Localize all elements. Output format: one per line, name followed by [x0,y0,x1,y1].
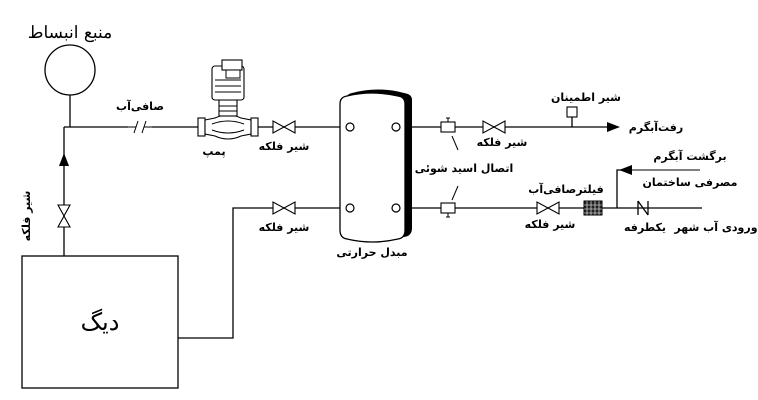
expansion-tank-label: منبع انبساط [28,23,112,43]
gate-valve-top-left-label: شیر فلکه [259,140,310,153]
return-arrow-icon [619,165,632,175]
gate-valve-icon [546,201,560,215]
pump-terminal-box [221,59,243,71]
pump-body-detail [211,120,245,134]
top-strainer: صافی‌آب [116,99,164,134]
gate-valve-icon [536,201,550,215]
gate-valve-bottom-right: شیر فلکه [525,201,576,231]
gate-valve-icon [272,201,286,215]
gate-valve-top-left: شیر فلکه [259,120,310,153]
hot-water-supply: رفت‌آبگرم [607,120,683,134]
gate-valve-icon [57,204,71,218]
gate-valve-bottom-left-label: شیر فلکه [259,221,310,234]
filter-strainer-icon [583,200,603,216]
strainer-slash [141,120,147,134]
gate-valve-icon [282,120,296,134]
pump-label: پمپ [202,145,225,158]
supply-arrow-icon [607,122,620,132]
exchanger-port [391,122,401,132]
filter-strainer-label: فیلترصافی‌آب [528,182,603,196]
expansion-tank: منبع انبساط [28,23,112,96]
top-strainer-label: صافی‌آب [116,99,164,113]
gate-valve-icon [272,120,286,134]
boiler-label: دیگ [81,308,120,336]
gate-valve-icon [482,120,496,134]
boiler: دیگ [21,255,179,389]
pump-nameplate [225,69,241,79]
gate-valve-icon [282,201,296,215]
pipe-return-building [616,169,632,208]
flow-arrow-up [59,153,69,166]
strainer-gap [128,122,152,132]
gate-valve-icon [492,120,506,134]
filter-strainer: فیلترصافی‌آب [528,182,604,216]
strainer-slash [133,120,139,134]
gate-valve-icon [57,214,71,228]
safety-valve-icon [566,106,578,118]
acid-wash-fitting-bottom [440,202,456,214]
acid-wash-fitting-top [440,121,456,133]
check-valve-flap [637,200,649,216]
return-label-line1: برگشت آبگرم [653,149,726,163]
check-valve: یکطرفه [624,200,666,234]
check-valve-label: یکطرفه [624,221,666,234]
riser-gate-valve: شیر فلکه [20,191,71,242]
acid-wash-label: اتصال اسید شوئی [415,162,513,175]
riser-valve-label: شیر فلکه [20,191,33,242]
pump-flange-right [250,117,259,137]
pump-body [204,114,252,140]
acid-wash-leader [451,185,459,201]
gate-valve-bottom-right-label: شیر فلکه [525,218,576,231]
exchanger-body [339,92,406,243]
boiler-shape [21,255,179,389]
pump: پمپ [197,59,259,158]
gate-valve-top-right-label: شیر فلکه [477,136,528,149]
city-water-inlet-label: ورودی آب شهر [673,220,757,234]
safety-valve: شیر اطمینان [551,91,621,118]
acid-wash-leader [451,135,459,151]
exchanger-port [345,122,355,132]
gate-valve-bottom-left: شیر فلکه [259,201,310,234]
return-label-line2: مصرفی ساختمان [643,176,738,189]
exchanger-port [345,203,355,213]
acid-wash-connections: اتصال اسید شوئی [415,117,513,218]
exchanger-port [391,203,401,213]
hot-water-return: برگشت آبگرم مصرفی ساختمان [619,149,737,189]
heat-exchanger-label: مبدل حرارتی [336,246,407,259]
expansion-tank-shape [44,44,96,96]
safety-valve-label: شیر اطمینان [551,91,621,104]
pump-flange-left [197,117,206,137]
gate-valve-top-right: شیر فلکه [477,120,528,149]
pump-neck [218,99,238,117]
hot-water-supply-label: رفت‌آبگرم [629,120,683,134]
heat-exchanger: مبدل حرارتی [336,89,412,259]
